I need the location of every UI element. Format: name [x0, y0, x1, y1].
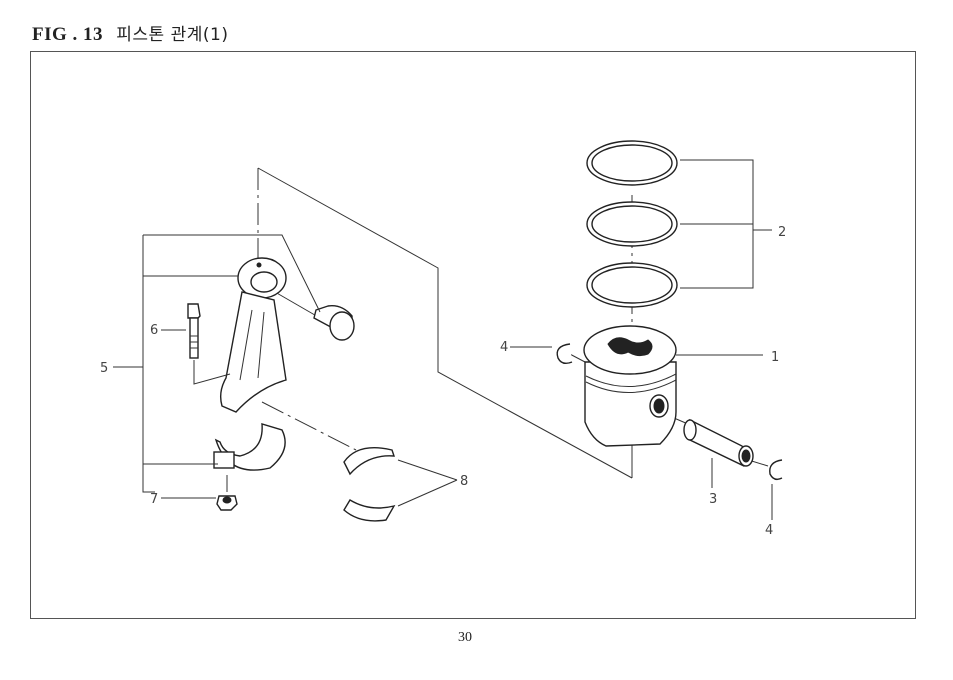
callout-8: 8 [460, 474, 468, 489]
callout-1: 1 [771, 350, 779, 365]
page-number: 30 [458, 630, 472, 645]
figure-title-korean: 피스톤 관계(1) [116, 25, 229, 45]
piston-pin [683, 418, 754, 467]
callout-2: 2 [778, 225, 786, 240]
rod-cap [213, 423, 286, 471]
piston-rings [586, 140, 678, 308]
figure-number: FIG . 13 [32, 24, 104, 45]
piston [583, 325, 677, 447]
snap-rings [556, 343, 783, 481]
rod-nut [216, 495, 238, 511]
callout-labels: 1 2 3 4 4 5 6 7 8 [100, 225, 786, 538]
small-end-bushing [313, 305, 355, 341]
callout-4-left: 4 [500, 340, 508, 355]
rod-bolt [187, 303, 201, 359]
callout-3: 3 [709, 492, 717, 507]
diagram-frame [30, 51, 916, 619]
figure-title: FIG . 13 피스톤 관계(1) [32, 20, 228, 46]
connecting-rod [219, 257, 287, 413]
callout-6: 6 [150, 323, 158, 338]
callout-5: 5 [100, 361, 108, 376]
bearing-shells [343, 447, 396, 522]
assembly-guide-lines [226, 167, 769, 492]
leader-lines [113, 159, 773, 520]
callout-4-right: 4 [765, 523, 773, 538]
callout-7: 7 [150, 492, 158, 507]
